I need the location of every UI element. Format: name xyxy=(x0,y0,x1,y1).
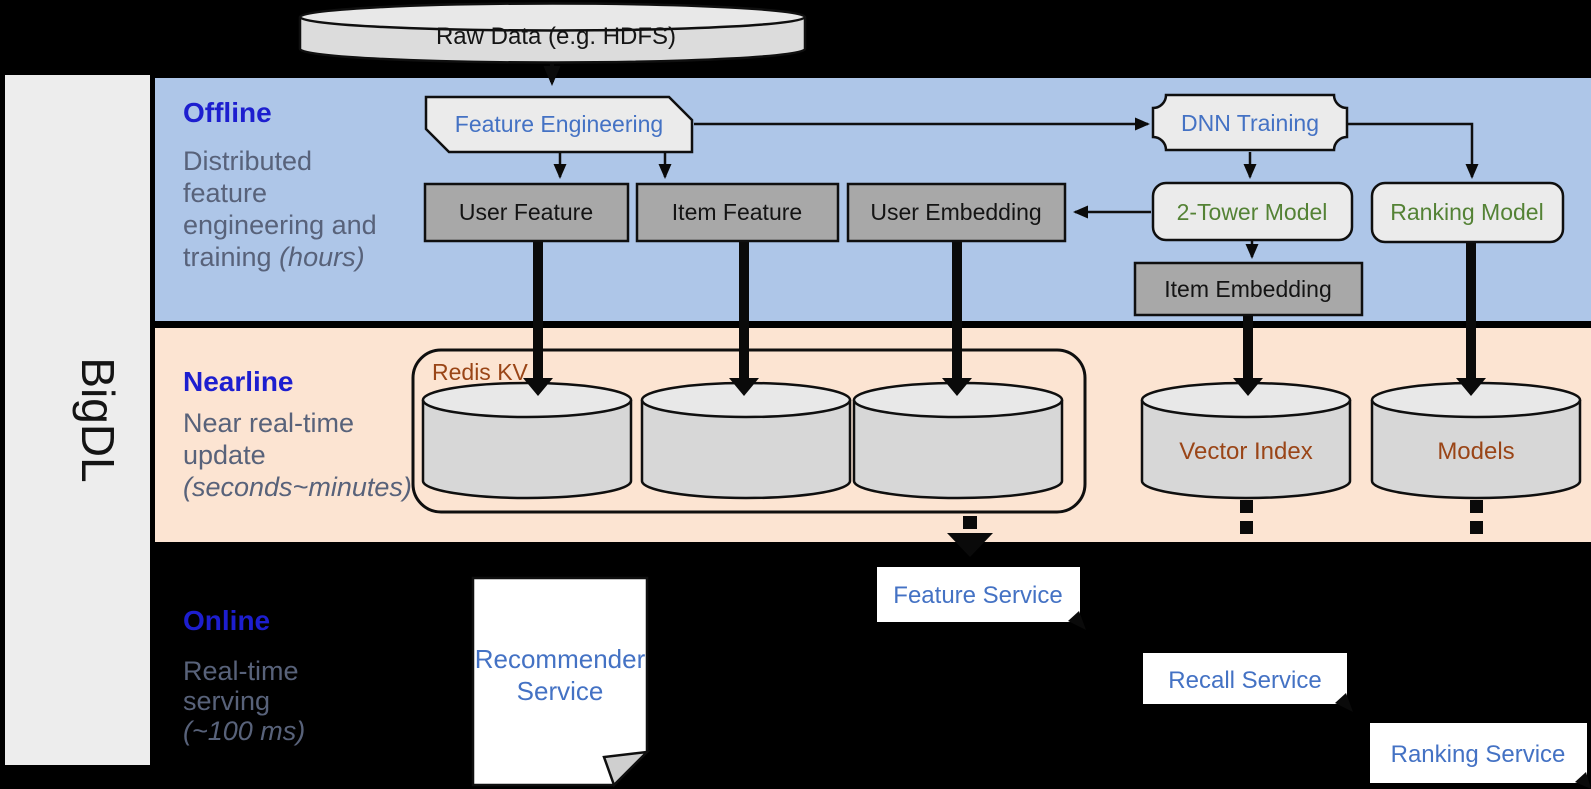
dnn-training-node: DNN Training xyxy=(1151,93,1349,152)
dash-models-2 xyxy=(1470,521,1483,534)
item-embedding-shape xyxy=(1133,261,1364,317)
online-desc-line2: serving xyxy=(183,686,270,716)
nearline-desc-line1: Near real-time xyxy=(183,408,354,438)
item-feature-label: Item Feature xyxy=(672,199,802,225)
brand-sidebar: BigDL xyxy=(5,75,150,765)
models-store: Models xyxy=(1370,381,1582,500)
arrowhead xyxy=(942,378,972,396)
arrowhead-redis-to-feature-service xyxy=(947,533,993,557)
ranking-model-label: Ranking Model xyxy=(1390,199,1543,225)
thick-arrows xyxy=(523,240,1486,396)
recall-service-node: Recall Service xyxy=(1143,653,1353,712)
dash-vector-index-2 xyxy=(1240,521,1253,534)
offline-desc-line3: engineering and xyxy=(183,210,377,240)
dash-models-1 xyxy=(1470,500,1483,513)
recall-service-shape xyxy=(1143,653,1347,704)
dnn-training-shape xyxy=(1151,93,1349,152)
folded-corner-icon xyxy=(1575,772,1591,789)
brand-label: BigDL xyxy=(72,357,124,482)
user-feature-shape xyxy=(423,182,630,243)
cylinder-top xyxy=(298,2,807,32)
online-desc-line3: (~100 ms) xyxy=(183,716,305,746)
arrow-dnn-to-ranking-model xyxy=(1347,122,1479,179)
offline-desc-line2: feature xyxy=(183,178,267,208)
redis-cylinder-3 xyxy=(852,381,1064,500)
recommender-service-node: Recommender Service xyxy=(471,576,651,788)
thin-arrows xyxy=(543,64,1479,259)
dashed-connectors xyxy=(947,500,1483,557)
dash-vector-index-1 xyxy=(1240,500,1253,513)
user-embedding-label: User Embedding xyxy=(870,199,1041,225)
ranking-model-shape xyxy=(1370,181,1565,244)
user-feature-label: User Feature xyxy=(459,199,593,225)
item-embedding-node: Item Embedding xyxy=(1133,261,1364,317)
offline-desc-line1: Distributed xyxy=(183,146,312,176)
feature-engineering-node: Feature Engineering xyxy=(424,95,694,154)
arrowhead xyxy=(729,378,759,396)
user-feature-node: User Feature xyxy=(423,182,630,243)
offline-desc-line4-regular: training xyxy=(183,242,279,272)
vector-index-store: Vector Index xyxy=(1140,381,1352,500)
feature-engineering-label: Feature Engineering xyxy=(455,111,663,137)
online-desc-line1: Real-time xyxy=(183,656,299,686)
item-feature-node: Item Feature xyxy=(635,182,840,243)
nearline-desc-line2: update xyxy=(183,440,266,470)
ranking-service-node: Ranking Service xyxy=(1370,723,1591,789)
nearline-section-labels: Nearline Near real-time update (seconds~… xyxy=(183,366,412,502)
ranking-service-shape xyxy=(1370,723,1587,783)
online-title: Online xyxy=(183,605,270,636)
ranking-service-label: Ranking Service xyxy=(1391,741,1566,768)
user-embedding-node: User Embedding xyxy=(846,182,1067,243)
folded-corner-icon xyxy=(602,750,651,788)
redis-cylinder-1 xyxy=(421,381,633,500)
cylinder-body xyxy=(421,400,633,500)
feature-service-shape xyxy=(877,567,1080,622)
cylinder-body xyxy=(1140,400,1352,500)
recommender-service-label-line1: Recommender xyxy=(475,644,646,674)
offline-section-labels: Offline Distributed feature engineering … xyxy=(183,97,377,272)
recall-service-label: Recall Service xyxy=(1168,667,1321,694)
cylinder-top xyxy=(421,381,633,419)
brand-sidebar-rect xyxy=(5,75,150,765)
two-tower-model-label: 2-Tower Model xyxy=(1177,199,1328,225)
arrowhead xyxy=(523,378,553,396)
models-label: Models xyxy=(1437,438,1514,465)
cylinder-body xyxy=(852,400,1064,500)
offline-desc-line4-italic: (hours) xyxy=(279,242,365,272)
item-feature-shape xyxy=(635,182,840,243)
item-embedding-label: Item Embedding xyxy=(1164,276,1331,302)
dnn-training-label: DNN Training xyxy=(1181,110,1319,136)
folded-corner-icon xyxy=(1068,611,1086,630)
feature-engineering-shape xyxy=(424,95,694,154)
feature-service-label: Feature Service xyxy=(893,582,1062,609)
raw-data-label: Raw Data (e.g. HDFS) xyxy=(436,23,676,50)
recommender-service-label-line2: Service xyxy=(517,676,604,706)
redis-cylinder-2 xyxy=(640,381,852,500)
feature-service-node: Feature Service xyxy=(877,567,1086,630)
redis-kv-label: Redis KV xyxy=(432,359,529,385)
user-embedding-shape xyxy=(846,182,1067,243)
arrowhead xyxy=(1233,378,1263,396)
cylinder-body xyxy=(1370,400,1582,500)
two-tower-model-node: 2-Tower Model xyxy=(1151,181,1354,242)
folded-corner-icon xyxy=(1335,693,1353,712)
two-tower-model-shape xyxy=(1151,181,1354,242)
cylinder-body xyxy=(640,400,852,500)
vector-index-label: Vector Index xyxy=(1179,438,1312,465)
dash-redis-to-feature-service xyxy=(963,516,977,529)
raw-data-store: Raw Data (e.g. HDFS) xyxy=(298,2,807,64)
online-section-labels: Online Real-time serving (~100 ms) xyxy=(183,605,305,746)
offline-desc-line4: training (hours) xyxy=(183,242,365,272)
arrowhead xyxy=(1456,378,1486,396)
nearline-desc-line3: (seconds~minutes) xyxy=(183,472,412,502)
nearline-title: Nearline xyxy=(183,366,294,397)
offline-title: Offline xyxy=(183,97,272,128)
ranking-model-node: Ranking Model xyxy=(1370,181,1565,244)
